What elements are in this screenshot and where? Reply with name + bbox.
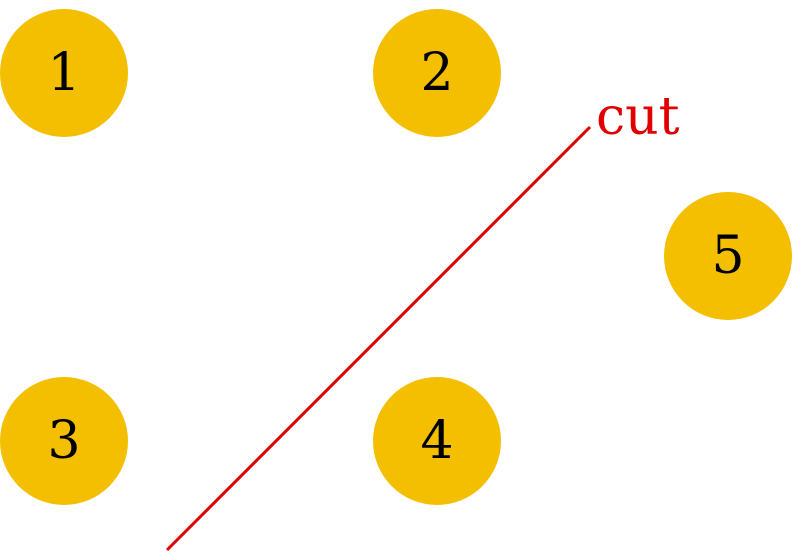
node-1-circle bbox=[0, 9, 128, 137]
node-5-label: 5 bbox=[711, 226, 744, 286]
node-5-circle bbox=[664, 192, 792, 320]
node-2-label: 2 bbox=[420, 43, 453, 103]
node-5: 5 bbox=[664, 192, 792, 320]
cut-line bbox=[165, 125, 592, 552]
node-4-circle bbox=[373, 377, 501, 505]
node-2: 2 bbox=[373, 9, 501, 137]
node-3-label: 3 bbox=[47, 411, 80, 471]
node-2-circle bbox=[373, 9, 501, 137]
node-4: 4 bbox=[373, 377, 501, 505]
node-4-label: 4 bbox=[420, 411, 453, 471]
node-1: 1 bbox=[0, 9, 128, 137]
cut-label: cut bbox=[596, 87, 680, 147]
node-1-label: 1 bbox=[47, 43, 80, 103]
node-3-circle bbox=[0, 377, 128, 505]
node-3: 3 bbox=[0, 377, 128, 505]
